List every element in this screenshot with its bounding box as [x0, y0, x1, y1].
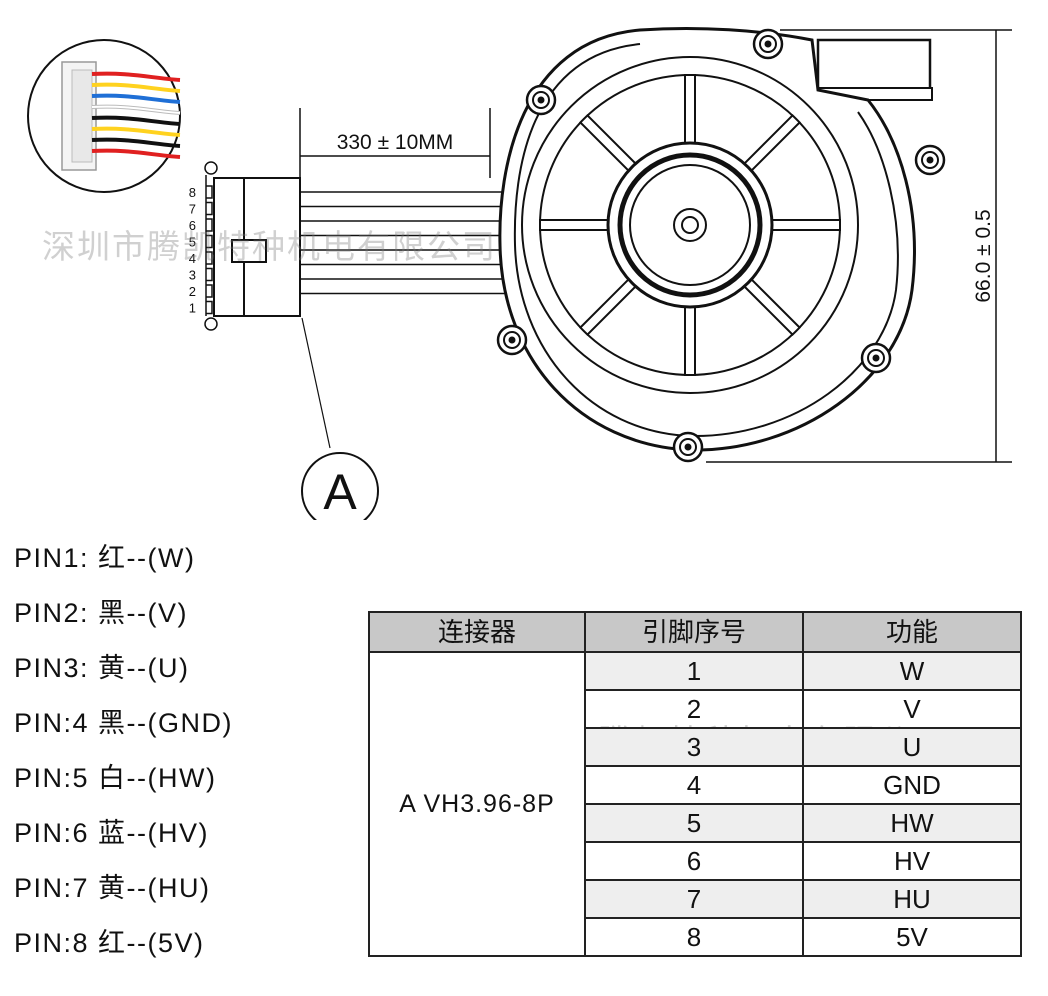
cable-lines [300, 191, 505, 295]
pin-cell: 4 [584, 765, 804, 805]
height-dim-label: 66.0 ± 0.5 [972, 209, 995, 302]
function-cell: GND [802, 765, 1022, 805]
pin-list-item: PIN3: 黄--(U) [14, 653, 190, 683]
pin-cell: 1 [584, 651, 804, 691]
pin-number: 7 [189, 202, 196, 217]
inset-wire [91, 137, 181, 148]
inset-wire-core [91, 105, 181, 114]
pin-cell: 6 [584, 841, 804, 881]
pin-terminal [206, 300, 213, 315]
function-cell: U [802, 727, 1022, 767]
pin-list-item: PIN:5 白--(HW) [14, 763, 217, 793]
pin-terminal [206, 251, 213, 265]
connector-cell: A VH3.96-8P [368, 651, 586, 957]
impeller-spokes [539, 74, 841, 376]
table-row: 6 HV [369, 841, 1022, 881]
cable-dimension: 330 ± 10MM [299, 108, 491, 178]
pin-terminal [206, 267, 213, 282]
pin-list-item: PIN:8 红--(5V) [14, 928, 205, 958]
header-function: 功能 [802, 611, 1022, 653]
table-row: 7 HU [369, 879, 1022, 919]
function-cell: W [802, 651, 1022, 691]
height-dimension: 66.0 ± 0.5 [706, 29, 1012, 463]
inset-wires [91, 71, 181, 159]
pin-terminal [206, 284, 213, 298]
callout-label: A [323, 464, 357, 520]
pin-number: 5 [189, 235, 196, 250]
inset-wire [91, 82, 181, 93]
pin-list-item: PIN2: 黑--(V) [14, 598, 189, 628]
pin-number: 2 [189, 284, 196, 299]
pin-list-item: PIN:4 黑--(GND) [14, 708, 233, 738]
header-connector: 连接器 [368, 611, 586, 653]
impeller-spoke [684, 306, 696, 376]
table-row: A VH3.96-8P 1 W [368, 651, 1022, 957]
pin-number: 4 [189, 251, 196, 266]
pin-number: 6 [189, 218, 196, 233]
header-pin-number: 引脚序号 [584, 611, 804, 653]
pin-cell: 3 [584, 727, 804, 767]
pin-list-item: PIN:7 黄--(HU) [14, 873, 211, 903]
table-row: 5 HW [369, 803, 1022, 843]
inset-wire [91, 115, 181, 126]
pin-number: 1 [189, 301, 196, 316]
pin-list-item: PIN:6 蓝--(HV) [14, 818, 209, 848]
inset-wire [91, 93, 181, 104]
table-row: 2 V [369, 689, 1022, 729]
function-cell: HW [802, 803, 1022, 843]
function-cell: V [802, 689, 1022, 729]
pin-number: 8 [189, 185, 196, 200]
connector-inset [27, 39, 181, 193]
impeller-spoke [771, 219, 841, 231]
table-row: 4 GND [369, 765, 1022, 805]
table-row: 8 5V [369, 917, 1022, 957]
inset-wire [91, 126, 181, 137]
impeller-spoke [684, 74, 696, 144]
pin-cell: 5 [584, 803, 804, 843]
pin-cell: 7 [584, 879, 804, 919]
function-cell: HV [802, 841, 1022, 881]
pin-list-item: PIN1: 红--(W) [14, 543, 196, 573]
blower-housing [496, 26, 946, 463]
blower-drawing: 330 ± 10MM 8 76 54 32 1 A [27, 26, 1012, 520]
pin-list: PIN1: 红--(W) PIN2: 黑--(V) PIN3: 黄--(U) P… [14, 536, 233, 976]
pin-number: 3 [189, 268, 196, 283]
pin-number-labels: 8 76 54 32 1 [189, 185, 213, 316]
connector-housing: 8 76 54 32 1 [189, 161, 505, 331]
pin-terminal [206, 218, 213, 232]
pin-cell: 8 [584, 917, 804, 957]
inset-wire [91, 71, 181, 82]
cable-length-label: 330 ± 10MM [337, 131, 454, 154]
pin-function-table: 连接器 引脚序号 功能 A VH3.96-8P 1 W 2 V 3 U 4 GN… [368, 611, 1022, 957]
function-cell: HU [802, 879, 1022, 919]
impeller-spoke [539, 219, 609, 231]
table-row: 3 U [369, 727, 1022, 767]
pin-cell: 2 [584, 689, 804, 729]
table-header-row: 连接器 引脚序号 功能 [368, 611, 1022, 653]
pin-terminal [206, 185, 213, 199]
pin-terminal [206, 234, 213, 249]
inset-wire [91, 148, 181, 159]
function-cell: 5V [802, 917, 1022, 957]
pin-terminal [206, 201, 213, 216]
